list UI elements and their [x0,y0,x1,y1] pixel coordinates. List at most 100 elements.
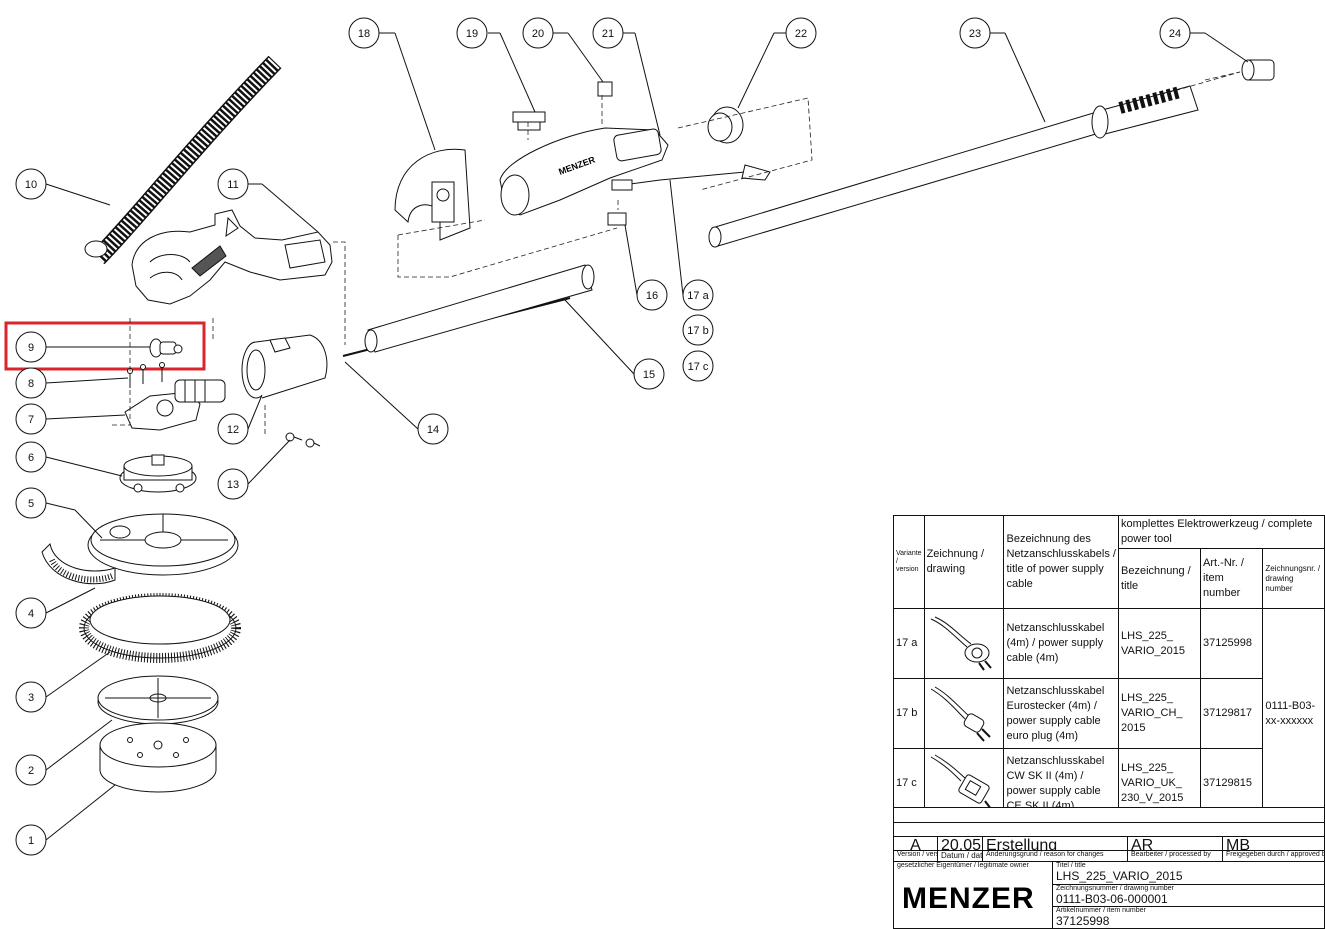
part-5-guard [87,513,239,576]
callout-16: 16 [636,279,668,311]
owner-label: gesetzlicher Eigentümer / legitimate own… [897,862,1029,869]
row-cable: Netzanschlusskabel Eurostecker (4m) / po… [1003,678,1120,749]
revision-approved-by: MB [1222,836,1325,851]
shared-drawing-number: 0111-B03-xx-xxxxxx [1262,608,1325,819]
svg-text:17 b: 17 b [687,325,708,337]
plug-icon [930,616,992,671]
revision-blank-row [893,807,1325,823]
part-1-sanding-pad [99,722,217,793]
svg-text:20: 20 [532,28,544,40]
callout-13: 13 [217,468,249,500]
svg-text:1: 1 [28,835,34,847]
table-row: 17 c Netzanschlusskabel CW SK II (4m) / … [893,748,1325,819]
svg-text:12: 12 [227,424,239,436]
part-3-brush-ring [79,593,241,663]
part-19 [512,111,546,131]
svg-text:2: 2 [28,765,34,777]
part-9 [149,338,183,358]
part-22-nut [707,106,744,144]
revision-reason: Erstellung [982,836,1128,851]
callout-14: 14 [417,413,449,445]
title-cell: Titel / title LHS_225_VARIO_2015 [1052,861,1325,885]
callout-24: 24 [1159,17,1191,49]
callouts: 1 2 3 4 5 6 7 8 9 10 11 12 13 14 15 16 1… [15,17,1191,856]
svg-text:16: 16 [646,290,658,302]
svg-text:18: 18 [358,28,370,40]
part-17-cable [611,164,771,191]
svg-text:11: 11 [227,179,238,191]
title-value: LHS_225_VARIO_2015 [1056,869,1183,883]
row-title: LHS_225_ VARIO_2015 [1118,608,1202,679]
callout-12: 12 [217,413,249,445]
callout-5: 5 [15,487,47,519]
header-drawing: Zeichnung / drawing [923,515,1005,609]
header-drawing-number: Zeichnungsnr. / drawing number [1262,548,1325,609]
svg-text:8: 8 [28,378,34,390]
table-row: 17 b Netzanschlusskabel Eurostecker (4m)… [893,678,1325,749]
svg-text:14: 14 [427,424,439,436]
callout-11: 11 [217,168,249,200]
variants-table: Variante / version Zeichnung / drawing B… [893,515,1325,819]
row-item: 37125998 [1200,608,1264,679]
row-title: LHS_225_ VARIO_CH_ 2015 [1118,678,1202,749]
svg-text:23: 23 [969,28,981,40]
callout-22: 22 [785,17,817,49]
header-item-number: Art.-Nr. / item number [1200,548,1264,609]
svg-text:9: 9 [28,342,34,354]
part-11-handle-housing [131,209,333,305]
article-number-value: 37125998 [1056,914,1110,928]
plug-icon [930,686,991,742]
callout-15: 15 [633,358,665,390]
header-title: Bezeichnung / title [1118,548,1202,609]
svg-text:22: 22 [795,28,807,40]
callout-21: 21 [592,17,624,49]
drawing-number-cell: Zeichnungsnummer / drawing number 0111-B… [1052,884,1325,907]
svg-text:17 a: 17 a [687,290,709,302]
callout-17b: 17 b [682,314,714,346]
part-2-backing-disc [97,675,219,725]
callout-17a: 17 a [682,279,714,311]
row-cable: Netzanschlusskabel (4m) / power supply c… [1003,608,1120,679]
svg-text:17 c: 17 c [688,361,709,373]
drawing-number-label: Zeichnungsnummer / drawing number [1056,885,1174,892]
callout-17c: 17 c [682,350,714,382]
highlight-box [4,321,206,371]
owner-block: gesetzlicher Eigentümer / legitimate own… [893,861,1053,929]
svg-text:24: 24 [1169,28,1181,40]
svg-text:5: 5 [28,498,34,510]
part-16 [607,212,627,226]
part-4-brush-segment [41,542,116,585]
callout-9: 9 [15,331,47,363]
header-variant: Variante / version [893,515,925,609]
brand-logo: MENZER [902,882,1035,915]
row-variant: 17 a [893,608,925,679]
revision-date: 20.05.2015 [937,836,983,851]
callout-1: 1 [15,824,47,856]
svg-text:19: 19 [466,28,478,40]
svg-text:4: 4 [28,608,34,620]
title-label: Titel / title [1056,862,1086,869]
revision-blank-row [893,822,1325,837]
article-number-cell: Artikelnummer / item number 37125998 [1052,906,1325,929]
cable-drawing-euro [923,608,1005,679]
part-8-screws [127,362,165,388]
plug-icon [930,754,992,810]
callout-2: 2 [15,754,47,786]
callout-18: 18 [348,17,380,49]
part-10-hose [84,55,282,265]
callout-10: 10 [15,168,47,200]
row-item: 37129817 [1200,678,1264,749]
row-variant: 17 b [893,678,925,749]
part-20 [597,81,613,97]
callout-7: 7 [15,403,47,435]
callout-6: 6 [15,441,47,473]
callout-19: 19 [456,17,488,49]
part-13-fasteners [285,432,321,448]
part-24-end-cap [1241,59,1275,81]
svg-text:6: 6 [28,452,34,464]
svg-text:7: 7 [28,414,34,426]
revision-processed-by: AR [1127,836,1223,851]
table-row: 17 a Netzanschlusskabel (4m) / power sup… [893,608,1325,819]
callout-23: 23 [959,17,991,49]
